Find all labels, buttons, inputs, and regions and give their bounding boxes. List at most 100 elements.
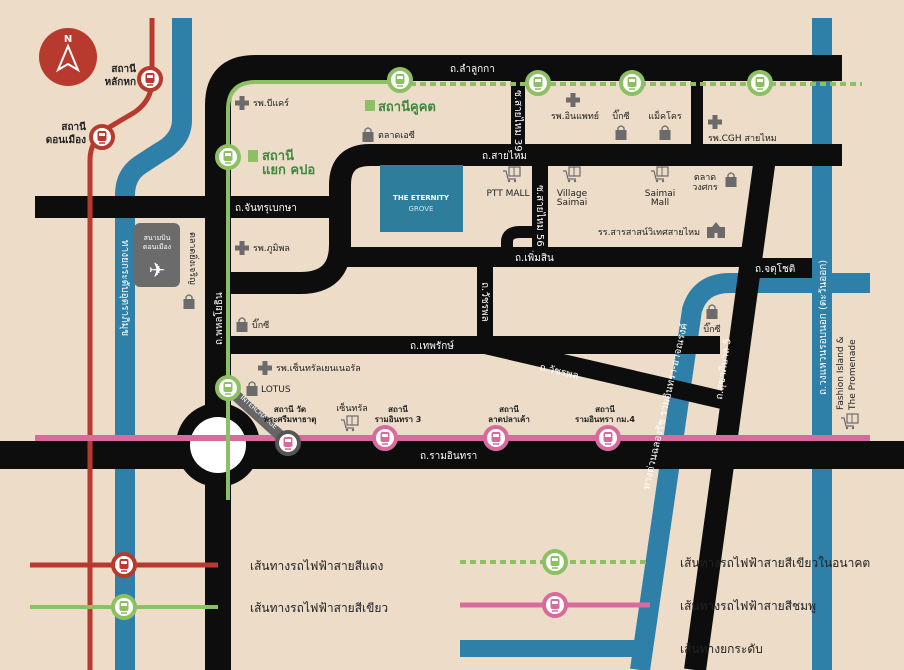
mall-icon [651,166,669,183]
label-lakhok-2: หลักหก [105,76,136,88]
interchange-link [228,387,289,445]
project-name: THE ETERNITY [393,194,450,202]
label-phermsin: ถ.เพิ่มสิน [515,250,554,264]
shopping-bag-icon [706,304,718,319]
shopping-bag-icon [246,381,258,396]
shopping-bag-icon [236,317,248,332]
label-lakhok-1: สถานี [111,63,136,75]
legend-green: เส้นทางรถไฟฟ้าสายสีเขียว [250,601,388,615]
stations [89,66,773,456]
label-donmueang-2: ดอนเมือง [46,134,86,146]
hospital-icon [235,241,249,255]
legend-green-future: เส้นทางรถไฟฟ้าสายสีเขียวในอนาคต [680,556,870,570]
label-ramintra: ถ.รามอินทรา [420,451,477,462]
shopping-bag-icon [615,125,627,140]
label-ladplakhao-2: ลาดปลาเค้า [488,414,530,424]
legend-green-future-station-icon [542,549,568,575]
poi-wongsakorn-2: วงศกร [692,183,718,193]
station-wat-green[interactable] [215,375,241,401]
roads [0,55,904,670]
road-soi-hook [501,226,540,257]
station-ramintra-km4[interactable] [595,425,621,451]
airport-box [134,223,180,287]
poi-saimai-mall-1: Saimai [645,189,676,199]
poi-village-2: Saimai [557,198,588,208]
station-future-1[interactable] [525,70,551,96]
label-phahon: ถ.พหลโยธิน [212,292,225,345]
label-thepharak: ถ.เทพรักษ์ [410,340,454,352]
poi-fashion-island-1: Fashion Island & [836,337,846,411]
school-icon [707,222,725,238]
poi-school: รร.สารสาสน์วิเทศสายไหม [598,226,700,238]
poi-bigc-1: บิ๊กซี [252,318,269,331]
poi-saimai-mall-2: Mall [651,198,669,208]
shopping-bag-icon [183,294,195,309]
shopping-bag-icon [659,125,671,140]
poi-bigc-2: บิ๊กซี [612,109,629,122]
poi-fashion-island-2: The Promenade [848,339,858,411]
green-line [226,80,400,500]
poi-airport-2: ดอนเมือง [143,243,171,251]
label-khukhot: สถานีคูคต [378,99,436,115]
label-ramintra3-2: รามอินทรา 3 [375,415,422,424]
project-marker[interactable]: THE ETERNITY GROVE [380,165,463,232]
legend-red: เส้นทางรถไฟฟ้าสายสีแดง [250,559,383,573]
station-kpo[interactable] [215,144,241,170]
mall-icon [503,166,521,183]
label-ladplakhao-1: สถานี [499,404,519,414]
label-ring-road: ถ.วงแหวนรอบนอก (ตะวันออก) [818,260,829,395]
points-of-interest: รพ.บีแคร์ ตลาดเอซี รพ.ภูมิพล สนามบิน ดอน… [134,93,859,432]
legend-green-station-icon [111,594,137,620]
poi-lotus: LOTUS [261,385,291,395]
hospital-icon [235,96,249,110]
station-wat-pink[interactable] [275,430,301,456]
legend-red-station-icon [111,552,137,578]
mall-icon [563,166,581,183]
expressways [115,18,870,670]
station-future-2[interactable] [619,70,645,96]
label-expressway-left: ทางยกระดับอุตราภิมุข [119,240,130,336]
pink-station-labels: สถานี วัด พระศรีมหาธาตุ สถานี รามอินทรา … [264,404,636,425]
road-saimai [230,144,842,294]
label-wat-2: พระศรีมหาธาตุ [264,414,317,425]
poi-yingcharoen: ตลาดยิ่งเจริญ [187,232,200,285]
poi-bigc-3: บิ๊กซี [703,322,720,335]
expressway-left [115,18,192,670]
road-watcharapol-d [482,336,725,409]
station-ladplakhao[interactable] [483,425,509,451]
poi-ac-market: ตลาดเอซี [378,130,415,141]
airplane-icon: ✈ [149,258,166,282]
station-ramintra3[interactable] [372,425,398,451]
legend-expressway: เส้นทางยกระดับ [680,642,763,656]
station-lakhok[interactable] [137,66,163,92]
parking-icon [248,150,258,162]
shopping-bag-icon [362,127,374,142]
poi-wongsakorn-1: ตลาด [694,173,716,183]
poi-bcare: รพ.บีแคร์ [253,97,289,109]
poi-ptt-mall: PTT MALL [486,189,529,199]
expressway-diagonal [630,273,870,670]
legend-pink: เส้นทางรถไฟฟ้าสายสีชมพู [680,599,816,614]
station-donmueang[interactable] [89,124,115,150]
poi-airport-1: สนามบิน [144,234,171,242]
label-donmueang-1: สถานี [61,121,86,133]
mall-icon [341,415,359,432]
legend-pink-station-icon [542,592,568,618]
label-jatuchot: ถ.จตุโชติ [755,262,795,275]
poi-inphaet: รพ.อินแพทย์ [551,110,599,122]
road-sukhaphiban5 [684,156,776,670]
mall-icon [841,413,859,430]
north-label: N [64,34,72,45]
label-kpo-1: สถานี [262,148,294,164]
label-soi39: ซ.สายไหม 39 [512,90,524,152]
label-watcharapol-vert: ถ.วัชรพล [479,282,490,322]
station-labels: สถานี หลักหก สถานี ดอนเมือง [46,63,136,146]
station-khukhot[interactable] [387,67,413,93]
label-lamlukka: ถ.ลำลูกกา [450,64,495,75]
poi-cgh: รพ.CGH สายไหม [708,133,777,144]
station-future-3[interactable] [747,70,773,96]
poi-bhumibol: รพ.ภูมิพล [253,243,290,254]
roundabout-center [190,417,246,473]
